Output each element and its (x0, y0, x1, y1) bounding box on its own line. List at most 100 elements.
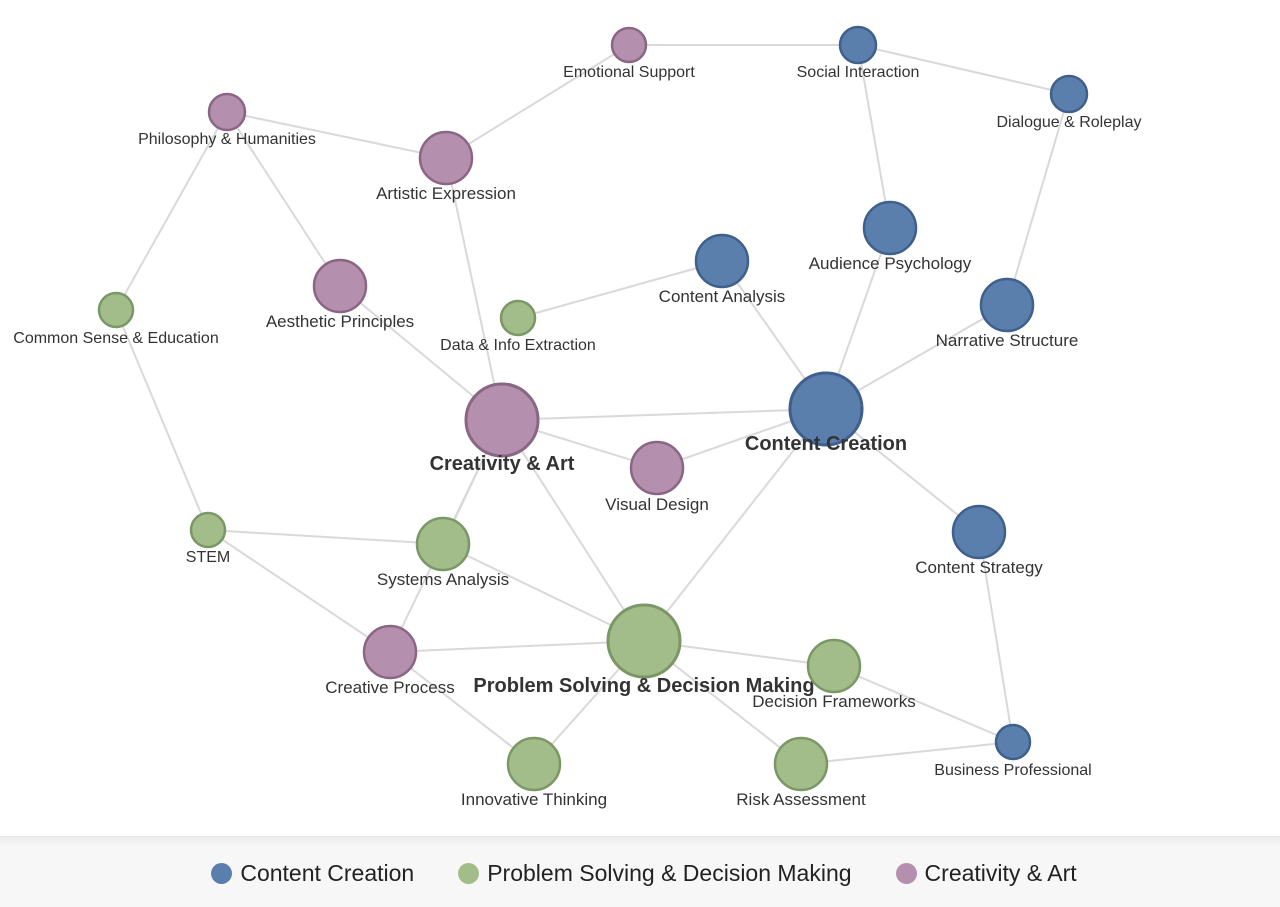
link-creative_process-innovative_thinking (389, 651, 535, 765)
node-artistic-expression[interactable]: Artistic Expression (376, 130, 516, 203)
legend-label: Problem Solving & Decision Making (487, 859, 852, 886)
node-label: Content Creation (745, 433, 907, 455)
node-circle[interactable] (606, 603, 682, 679)
node-circle[interactable] (862, 200, 918, 256)
nodes-layer: Content Creation Creativity & ArtProblem … (13, 25, 1142, 809)
node-circle[interactable] (629, 440, 685, 496)
node-philosophy-humanities[interactable]: Philosophy & Humanities (138, 92, 316, 148)
link-content_analysis-data_info_extraction (517, 260, 723, 319)
node-label: Data & Info Extraction (440, 337, 596, 354)
link-social_interaction-dialogue_roleplay (857, 44, 1070, 95)
node-circle[interactable] (312, 258, 368, 314)
node-label: Dialogue & Roleplay (997, 114, 1142, 131)
node-label: Aesthetic Principles (266, 312, 414, 331)
node-circle[interactable] (951, 504, 1007, 560)
legend-item-content[interactable]: Content Creation (211, 860, 414, 887)
node-circle[interactable] (979, 277, 1035, 333)
node-circle[interactable] (418, 130, 474, 186)
node-stem[interactable]: STEM (186, 511, 230, 566)
node-circle[interactable] (362, 624, 418, 680)
node-label: Social Interaction (797, 64, 920, 81)
node-circle[interactable] (788, 371, 864, 447)
node-circle[interactable] (189, 511, 227, 549)
node-innovative-thinking[interactable]: Innovative Thinking (461, 736, 607, 809)
link-stem-systems_analysis (207, 529, 444, 545)
node-dialogue-roleplay[interactable]: Dialogue & Roleplay (997, 74, 1142, 131)
node-circle[interactable] (464, 382, 540, 458)
node-social-interaction[interactable]: Social Interaction (797, 25, 920, 81)
link-dialogue_roleplay-narrative_structure (1006, 93, 1070, 306)
link-artistic_expression-creativity_art (445, 157, 503, 421)
node-label: Risk Assessment (736, 790, 866, 809)
node-circle[interactable] (994, 723, 1032, 761)
node-creative-process[interactable]: Creative Process (325, 624, 455, 697)
link-creativity_art-problem_solving (501, 419, 645, 642)
link-emotional_support-artistic_expression (445, 44, 630, 159)
node-narrative-structure[interactable]: Narrative Structure (936, 277, 1079, 350)
node-label: Business Professional (934, 762, 1091, 779)
node-circle[interactable] (838, 25, 878, 65)
link-decision_frameworks-business_professional (833, 665, 1014, 743)
legend-swatch (895, 862, 917, 884)
node-common-sense-education[interactable]: Common Sense & Education (13, 291, 219, 347)
node-creativity-art[interactable]: Creativity & Art (430, 382, 575, 475)
legend-item-creative[interactable]: Creativity & Art (895, 859, 1077, 887)
link-philosophy_humanities-aesthetic_principles (226, 111, 341, 287)
link-risk_assessment-business_professional (800, 741, 1014, 765)
links-layer (115, 44, 1070, 765)
link-stem-creative_process (207, 529, 391, 653)
node-label: Emotional Support (563, 64, 695, 81)
node-circle[interactable] (506, 736, 562, 792)
node-label: Decision Frameworks (752, 692, 915, 711)
node-circle[interactable] (610, 26, 648, 64)
node-audience-psychology[interactable]: Audience Psychology (809, 200, 972, 273)
link-creative_process-problem_solving (389, 640, 645, 653)
node-circle[interactable] (415, 516, 471, 572)
node-label: Philosophy & Humanities (138, 131, 316, 148)
legend-bar: Content Creation Problem Solving & Decisi… (0, 836, 1280, 907)
node-label: Content Strategy (915, 558, 1043, 577)
legend: Content Creation Problem Solving & Decisi… (211, 859, 1077, 887)
node-problem-solving[interactable]: Problem Solving & Decision Making (473, 603, 815, 697)
node-circle[interactable] (97, 291, 135, 329)
link-content_strategy-business_professional (978, 531, 1014, 743)
node-label: Innovative Thinking (461, 790, 607, 809)
link-social_interaction-audience_psychology (857, 44, 891, 229)
node-circle[interactable] (694, 233, 750, 289)
node-content-analysis[interactable]: Content Analysis (659, 233, 786, 306)
node-label: STEM (186, 549, 230, 566)
node-aesthetic-principles[interactable]: Aesthetic Principles (266, 258, 414, 331)
node-content-creation[interactable]: Content Creation (745, 371, 907, 455)
legend-swatch (211, 862, 233, 884)
node-label: Content Analysis (659, 287, 786, 306)
legend-swatch (458, 862, 480, 884)
node-circle[interactable] (806, 638, 862, 694)
node-risk-assessment[interactable]: Risk Assessment (736, 736, 866, 809)
node-emotional-support[interactable]: Emotional Support (563, 26, 695, 81)
node-label: Narrative Structure (936, 331, 1079, 350)
node-systems-analysis[interactable]: Systems Analysis (377, 516, 509, 589)
link-creativity_art-content_creation (501, 408, 827, 421)
node-label: Common Sense & Education (13, 330, 218, 347)
node-circle[interactable] (773, 736, 829, 792)
node-business-professional[interactable]: Business Professional (934, 723, 1092, 779)
node-circle[interactable] (499, 299, 537, 337)
node-circle[interactable] (1049, 74, 1089, 114)
node-content-strategy[interactable]: Content Strategy (915, 504, 1043, 577)
node-circle[interactable] (207, 92, 247, 132)
link-philosophy_humanities-artistic_expression (226, 111, 447, 159)
node-label: Visual Design (605, 495, 709, 514)
node-label: Audience Psychology (809, 254, 972, 273)
legend-item-problem[interactable]: Problem Solving & Decision Making (458, 859, 852, 887)
node-label: Artistic Expression (376, 184, 516, 203)
node-label: Systems Analysis (377, 570, 509, 589)
link-content_creation-problem_solving (643, 408, 827, 642)
node-decision-frameworks[interactable]: Decision Frameworks (752, 638, 916, 711)
node-label: Creative Process (325, 678, 454, 697)
legend-label: Creativity & Art (924, 859, 1077, 886)
link-common_sense_education-stem (115, 309, 209, 531)
node-visual-design[interactable]: Visual Design (605, 440, 709, 514)
node-data-info-extraction[interactable]: Data & Info Extraction (440, 299, 596, 354)
legend-label: Content Creation (240, 859, 415, 886)
skill-network-graph[interactable]: Content Creation Creativity & ArtProblem … (0, 0, 1280, 836)
